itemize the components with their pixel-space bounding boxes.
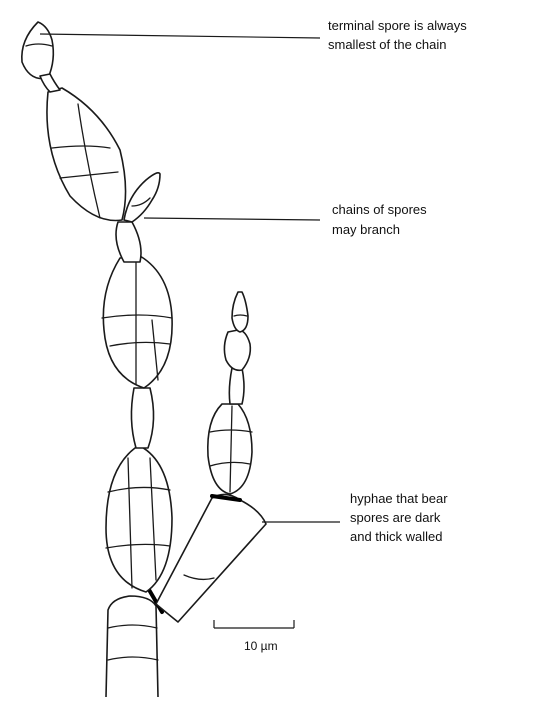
label-terminal-spore: terminal spore is always smallest of the… [328,18,470,52]
main-spore-chain [22,22,172,592]
scale-bar-label: 10 µm [244,639,278,653]
terminal-neck [40,74,60,92]
scale-bar: 10 µm [214,620,294,653]
label-hyphae: hyphae that bear spores are dark and thi… [350,491,451,544]
hypha-base-cell [106,596,158,697]
spore-connector [131,388,153,448]
leader-terminal-spore [40,34,320,38]
spore-main-bottom [106,446,172,592]
terminal-spore-right [232,292,248,332]
spore-joint [116,222,141,262]
right-spore-chain [208,292,252,494]
leader-branching [144,218,320,220]
main-hypha [106,588,162,697]
branch-spore-cell [124,173,160,222]
terminal-spore [22,22,54,79]
branch-spore [124,173,160,222]
spore-right-connector [229,368,244,404]
label-branching: chains of spores may branch [332,202,430,237]
spore-right-middle [224,330,250,370]
spore-main-middle [103,256,172,388]
